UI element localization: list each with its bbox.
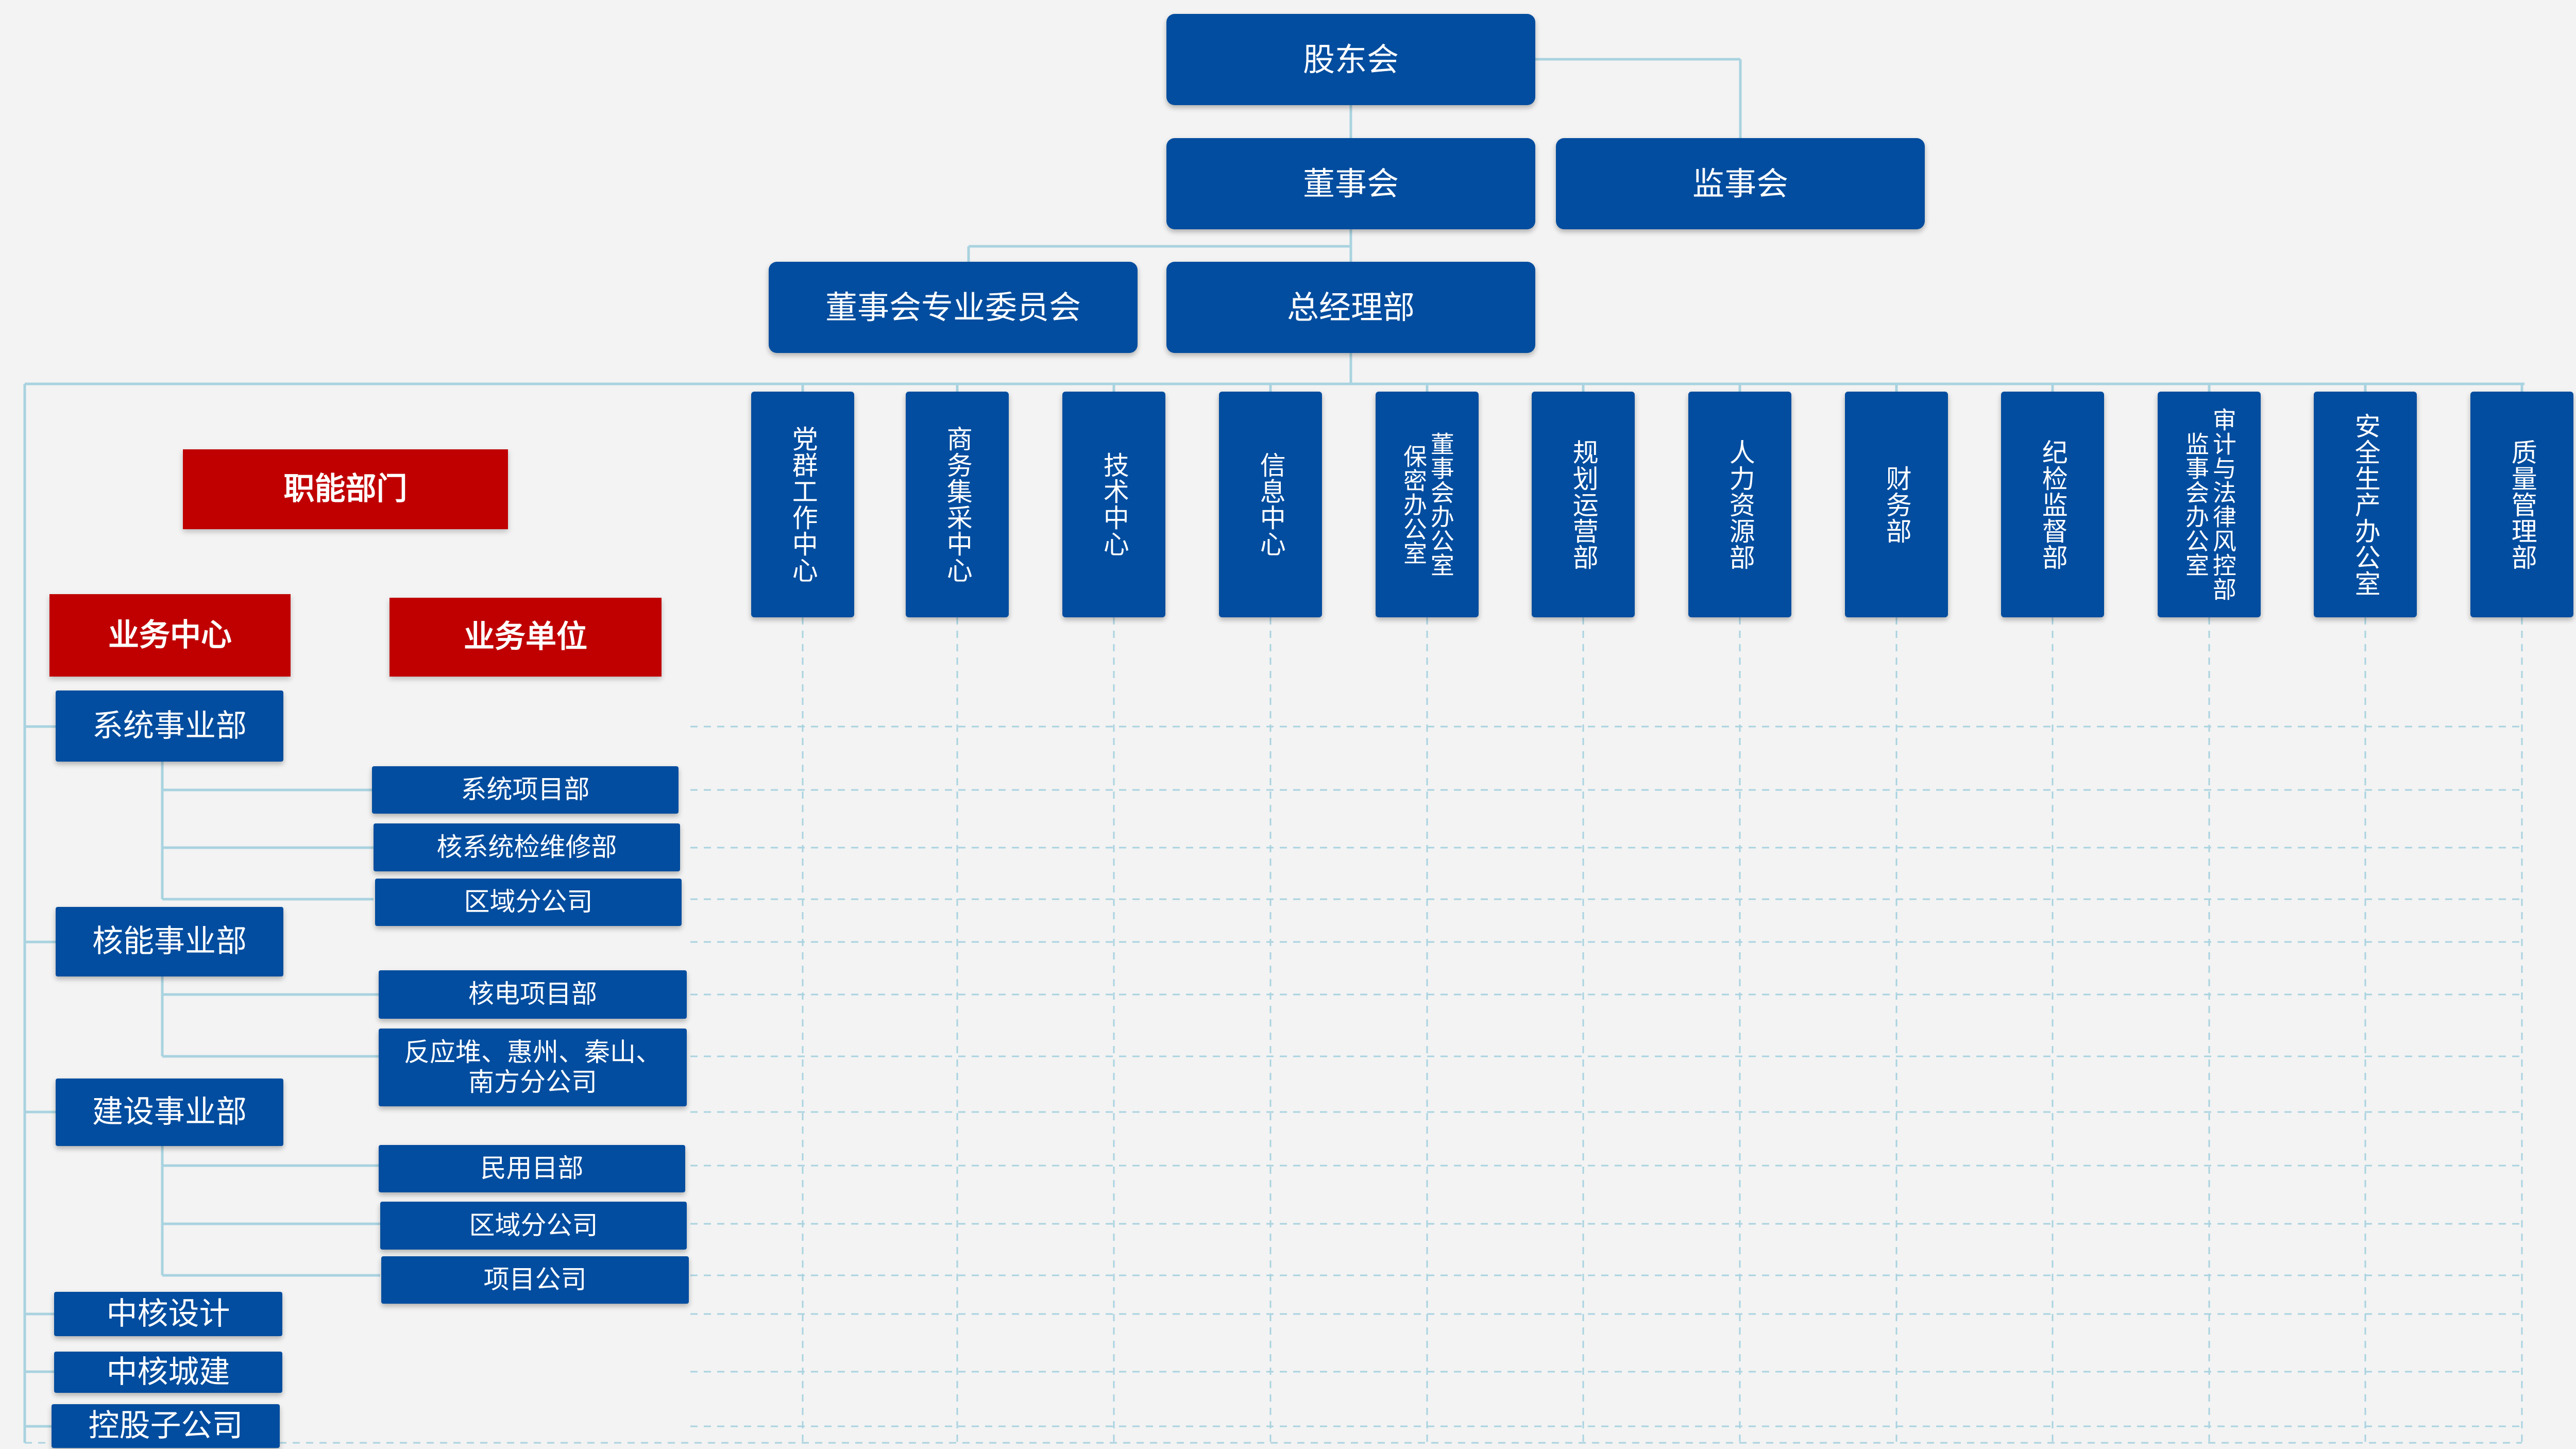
- shareholders-box: 股东会: [1166, 14, 1535, 105]
- unit-civil-projects: 民用目部: [379, 1145, 685, 1192]
- unit-systems-project-dept: 系统项目部: [372, 766, 679, 814]
- dept-safety-production: 安全生产办公室: [2314, 392, 2417, 617]
- unit-project-company: 项目公司: [381, 1256, 689, 1304]
- center-construction-division: 建设事业部: [56, 1079, 283, 1146]
- unit-nuclear-power-project: 核电项目部: [379, 970, 687, 1019]
- center-cnnc-design: 中核设计: [54, 1292, 282, 1336]
- dept-procurement-center: 商务集采中心: [906, 392, 1009, 617]
- unit-nuclear-system-maintenance: 核系统检维修部: [374, 823, 680, 871]
- dept-planning-operations: 规划运营部: [1532, 392, 1635, 617]
- dept-party-group-center: 党群工作中心: [751, 392, 854, 617]
- dept-board-office: 董事会办公室 保密办公室: [1376, 392, 1479, 617]
- dept-human-resources: 人力资源部: [1688, 392, 1791, 617]
- center-holding-subsidiaries: 控股子公司: [52, 1404, 280, 1448]
- center-nuclear-division: 核能事业部: [56, 907, 283, 976]
- unit-regional-branch-1: 区域分公司: [375, 879, 682, 926]
- business-center-header: 业务中心: [49, 594, 291, 677]
- dept-information-center: 信息中心: [1219, 392, 1322, 617]
- gm-dept-box: 总经理部: [1166, 262, 1535, 353]
- board-committee-box: 董事会专业委员会: [769, 262, 1138, 353]
- supervisory-box: 监事会: [1556, 138, 1925, 229]
- dept-discipline-inspection: 纪检监督部: [2001, 392, 2104, 617]
- dept-audit-legal-risk: 审计与法律风控部 监事会办公室: [2158, 392, 2261, 617]
- dept-quality-management: 质量管理部: [2470, 392, 2573, 617]
- business-unit-header: 业务单位: [389, 598, 662, 677]
- dept-technology-center: 技术中心: [1062, 392, 1165, 617]
- unit-regional-branch-2: 区域分公司: [380, 1202, 687, 1250]
- center-systems-division: 系统事业部: [56, 690, 283, 762]
- board-box: 董事会: [1166, 138, 1535, 229]
- unit-reactor-branches: 反应堆、惠州、秦山、南方分公司: [379, 1029, 687, 1106]
- dept-finance: 财务部: [1845, 392, 1948, 617]
- functional-dept-header: 职能部门: [183, 449, 508, 529]
- center-cnnc-urban-construction: 中核城建: [54, 1352, 282, 1393]
